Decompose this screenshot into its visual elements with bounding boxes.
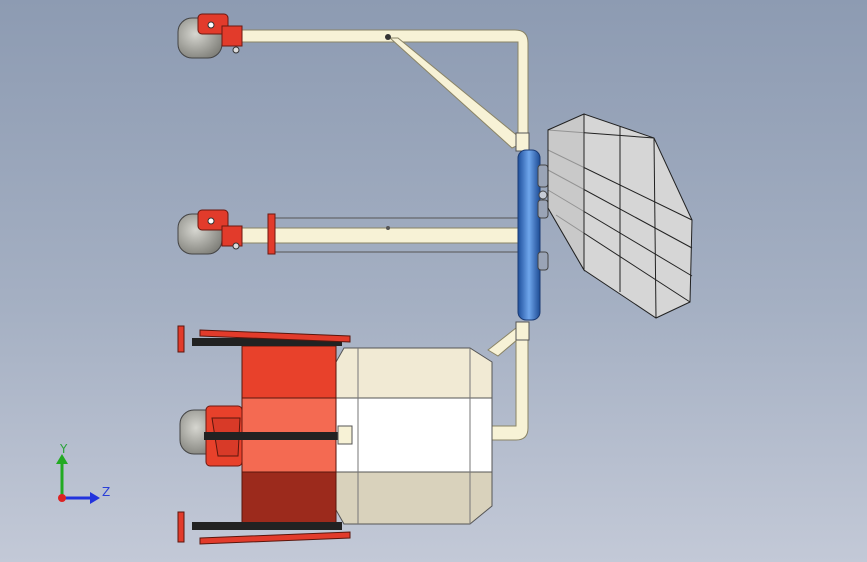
- upper-leg-frame: [229, 29, 530, 152]
- triad-y-label: Y: [60, 442, 68, 456]
- orientation-triad: Y Z: [50, 440, 120, 510]
- wheel-middle: [177, 209, 243, 255]
- triad-axes: [56, 454, 100, 504]
- hexagonal-tank: [335, 347, 493, 525]
- central-hub: [517, 149, 549, 321]
- rails: [177, 325, 353, 545]
- wheel-top: [177, 13, 243, 59]
- solar-panel-array: [547, 113, 693, 319]
- lower-leg-frame: [487, 321, 530, 441]
- triad-z-label: Z: [102, 485, 111, 499]
- middle-leg-frame: [239, 213, 529, 255]
